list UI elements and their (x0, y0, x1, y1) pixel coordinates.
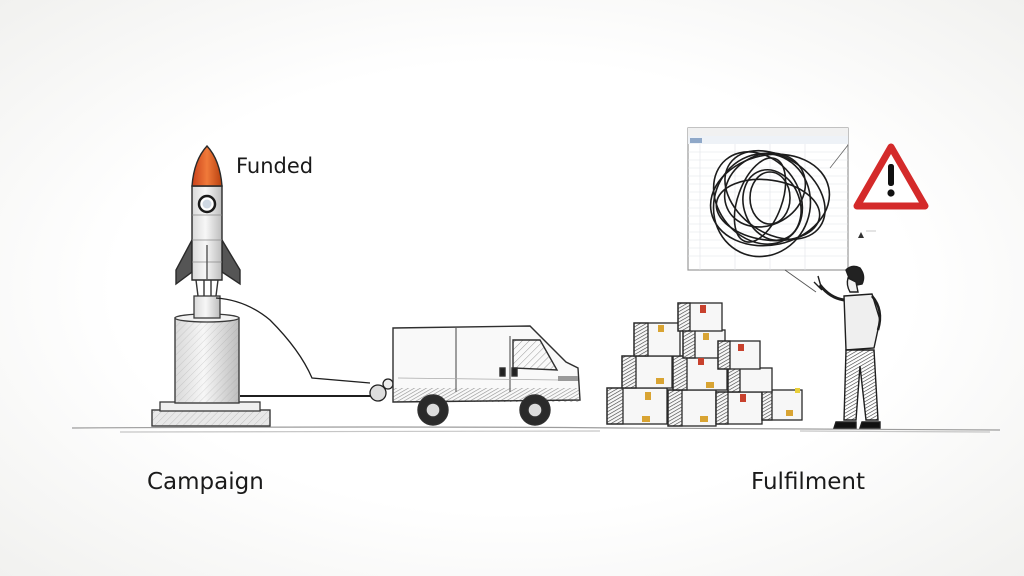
fulfilment-label: Fulfilment (751, 469, 865, 495)
ground-line (71, 426, 1001, 433)
person-figure (813, 265, 882, 429)
campaign-label: Campaign (147, 469, 264, 495)
warning-icon (853, 143, 929, 210)
tow-cable (215, 297, 394, 402)
box-stack (606, 302, 803, 427)
funded-label: Funded (236, 154, 314, 178)
spreadsheet-panel (687, 127, 849, 293)
scribble-tangle (709, 149, 831, 258)
small-warning-mark (858, 230, 876, 238)
delivery-van (392, 325, 581, 426)
rocket (175, 144, 241, 297)
pedestal (151, 295, 271, 427)
